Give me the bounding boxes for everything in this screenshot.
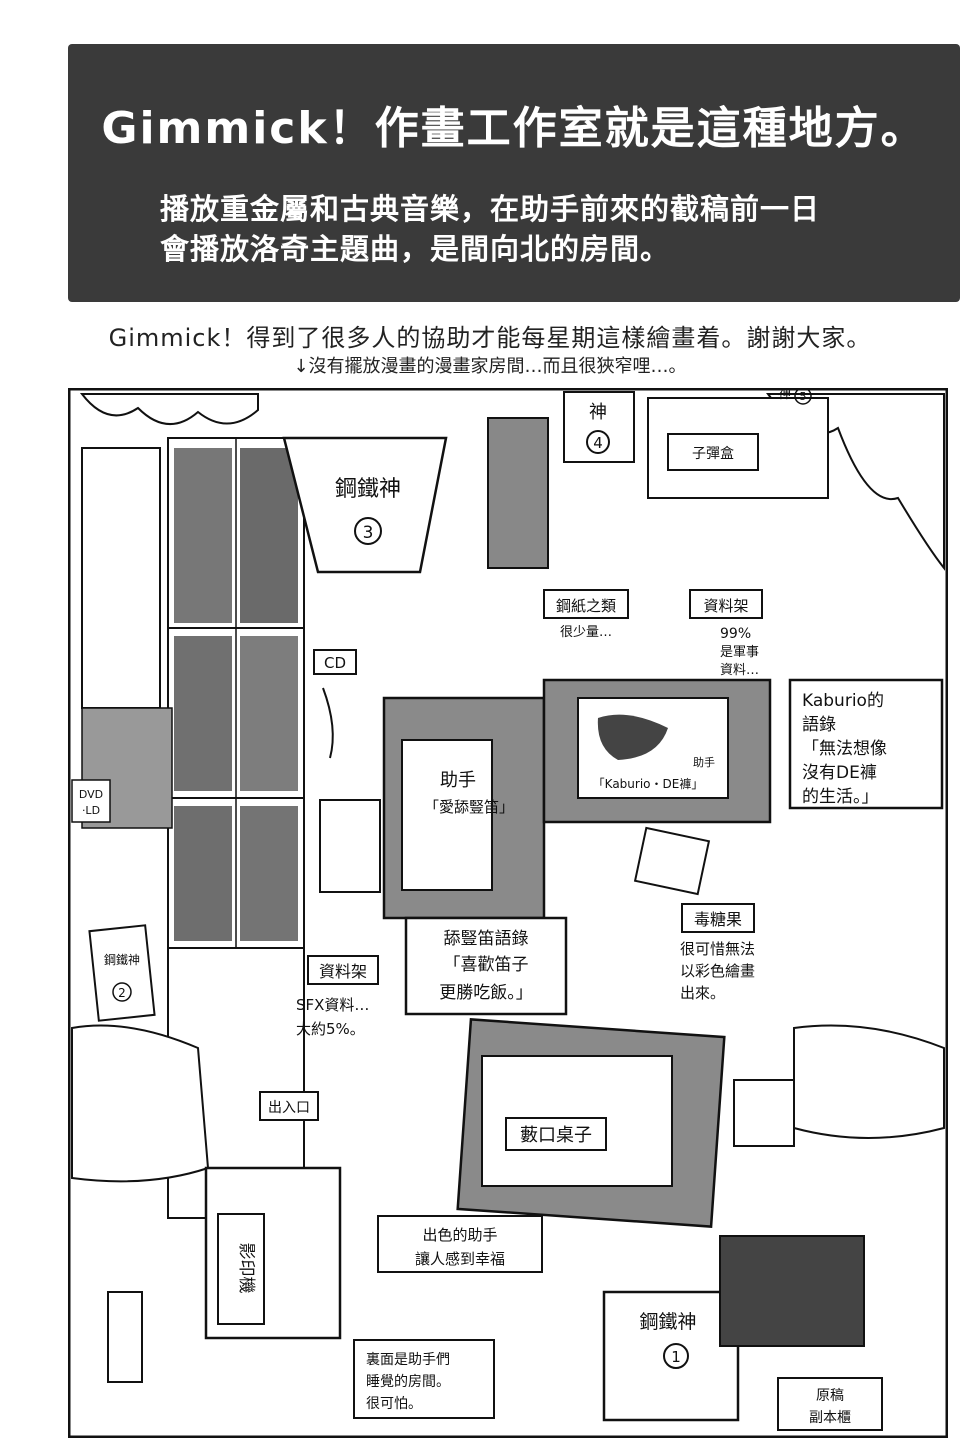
- back-room-2: 睡覺的房間。: [366, 1374, 450, 1390]
- dvd-label-1: DVD: [79, 788, 103, 801]
- dvd-cabinet: [81, 447, 161, 709]
- god5-label: 神: [778, 388, 791, 402]
- god4-label: 神: [589, 402, 607, 423]
- desk-label: 藪口桌子: [520, 1125, 592, 1146]
- good-assistant-2: 讓人感到幸福: [415, 1250, 505, 1268]
- flute-quote-2: 「喜歡笛子: [444, 955, 529, 975]
- back-room-3: 很可怕。: [366, 1396, 422, 1412]
- bed-right: [793, 1024, 945, 1139]
- shelf-top-note-3: 資料…: [720, 663, 759, 678]
- chair-left: [319, 799, 381, 893]
- kaburio-quote-3: 「無法想像: [802, 739, 887, 759]
- exit-label: 出入口: [268, 1100, 310, 1116]
- ammo-box: [667, 433, 759, 471]
- kaburio-quote-2: 語錄: [802, 715, 836, 735]
- god2-label: 鋼鐵神: [104, 952, 140, 967]
- thanks-caption: Gimmick！得到了很多人的協助才能每星期這樣繪畫着。謝謝大家。: [108, 324, 872, 352]
- flute-quote-1: 舔豎笛語錄: [444, 929, 529, 949]
- god2-poster: [88, 924, 156, 1022]
- dvd-stack: [81, 707, 173, 829]
- pencil-holder-desk: [487, 417, 549, 569]
- bed-left: [71, 1024, 210, 1183]
- shelf-top-note-2: 是軍事: [720, 645, 759, 660]
- kaburio-monitor-label: 「Kaburio・DE褲」: [593, 777, 704, 791]
- cd-label: CD: [324, 654, 346, 672]
- god3-label: 鋼鐵神: [335, 477, 401, 502]
- manuscript-label-2: 副本櫃: [809, 1410, 851, 1426]
- sfx-note-1: SFX資料…: [296, 996, 369, 1014]
- page-title: Gimmick！作畫工作室就是這種地方。: [101, 103, 927, 154]
- god4-poster: [563, 391, 635, 463]
- assistant-desk-label-1: 助手: [440, 770, 476, 791]
- assistant-monitor: [401, 739, 493, 891]
- phone: [633, 826, 711, 896]
- room-note-caption: ↓沒有擺放漫畫的漫畫家房間…而且很狹窄哩…。: [293, 356, 687, 377]
- banner-subtitle-line-1: 播放重金屬和古典音樂，在助手前來的截稿前一日: [160, 192, 821, 226]
- kaburio-quote-5: 的生活。」: [802, 787, 879, 807]
- god3-number: 3: [363, 523, 374, 543]
- god4-number: 4: [593, 434, 603, 452]
- sfx-note-2: 大約5%。: [296, 1020, 365, 1038]
- candy-note-2: 以彩色繪畫: [680, 962, 755, 980]
- assistant-desk-label-2: 「愛舔豎笛」: [424, 798, 514, 816]
- paper-label: 鋼紙之類: [556, 597, 616, 615]
- shelf-top-note-1: 99%: [720, 626, 751, 642]
- banner-subtitle-line-2: 會播放洛奇主題曲，是間向北的房間。: [160, 232, 671, 266]
- radiator: [107, 1291, 143, 1383]
- paper-note: 很少量…: [560, 625, 612, 640]
- ammo-box-label: 子彈盒: [692, 445, 734, 462]
- room-floor-plan: 鋼鐵神 3 神 4 子彈盒 神 5 鋼紙之類 很少量… 資料架 99% 是軍事 …: [68, 388, 948, 1438]
- god1-label: 鋼鐵神: [639, 1311, 696, 1333]
- title-banner: Gimmick！作畫工作室就是這種地方。 播放重金屬和古典音樂，在助手前來的截稿…: [68, 44, 960, 302]
- god3-poster: [282, 436, 448, 574]
- good-assistant-1: 出色的助手: [422, 1226, 497, 1244]
- manuscript-cabinet: [719, 1235, 865, 1347]
- curtain-left: [79, 393, 259, 426]
- sfx-shelf-label: 資料架: [319, 962, 367, 981]
- kaburio-quote-4: 沒有DE褲: [802, 763, 877, 783]
- flute-quote-3: 更勝吃飯。」: [439, 983, 533, 1003]
- god5-number: 5: [800, 390, 807, 403]
- candy-note-3: 出來。: [680, 984, 725, 1002]
- god1-number: 1: [671, 1348, 681, 1366]
- candy-label: 毒糖果: [694, 910, 742, 929]
- manuscript-label-1: 原稿: [816, 1388, 844, 1404]
- god1-poster: [602, 1290, 740, 1422]
- copier-label: 影印機: [236, 1243, 256, 1294]
- back-room-1: 裏面是助手們: [366, 1351, 450, 1368]
- god2-number: 2: [118, 986, 126, 1000]
- dvd-label-2: ·LD: [82, 804, 100, 817]
- shelf-top-label: 資料架: [703, 597, 748, 615]
- candy-note-1: 很可惜無法: [680, 940, 755, 958]
- kaburio-quote-1: Kaburio的: [802, 691, 884, 711]
- drawer-unit: [733, 1079, 795, 1147]
- kaburio-monitor-tag: 助手: [693, 755, 715, 769]
